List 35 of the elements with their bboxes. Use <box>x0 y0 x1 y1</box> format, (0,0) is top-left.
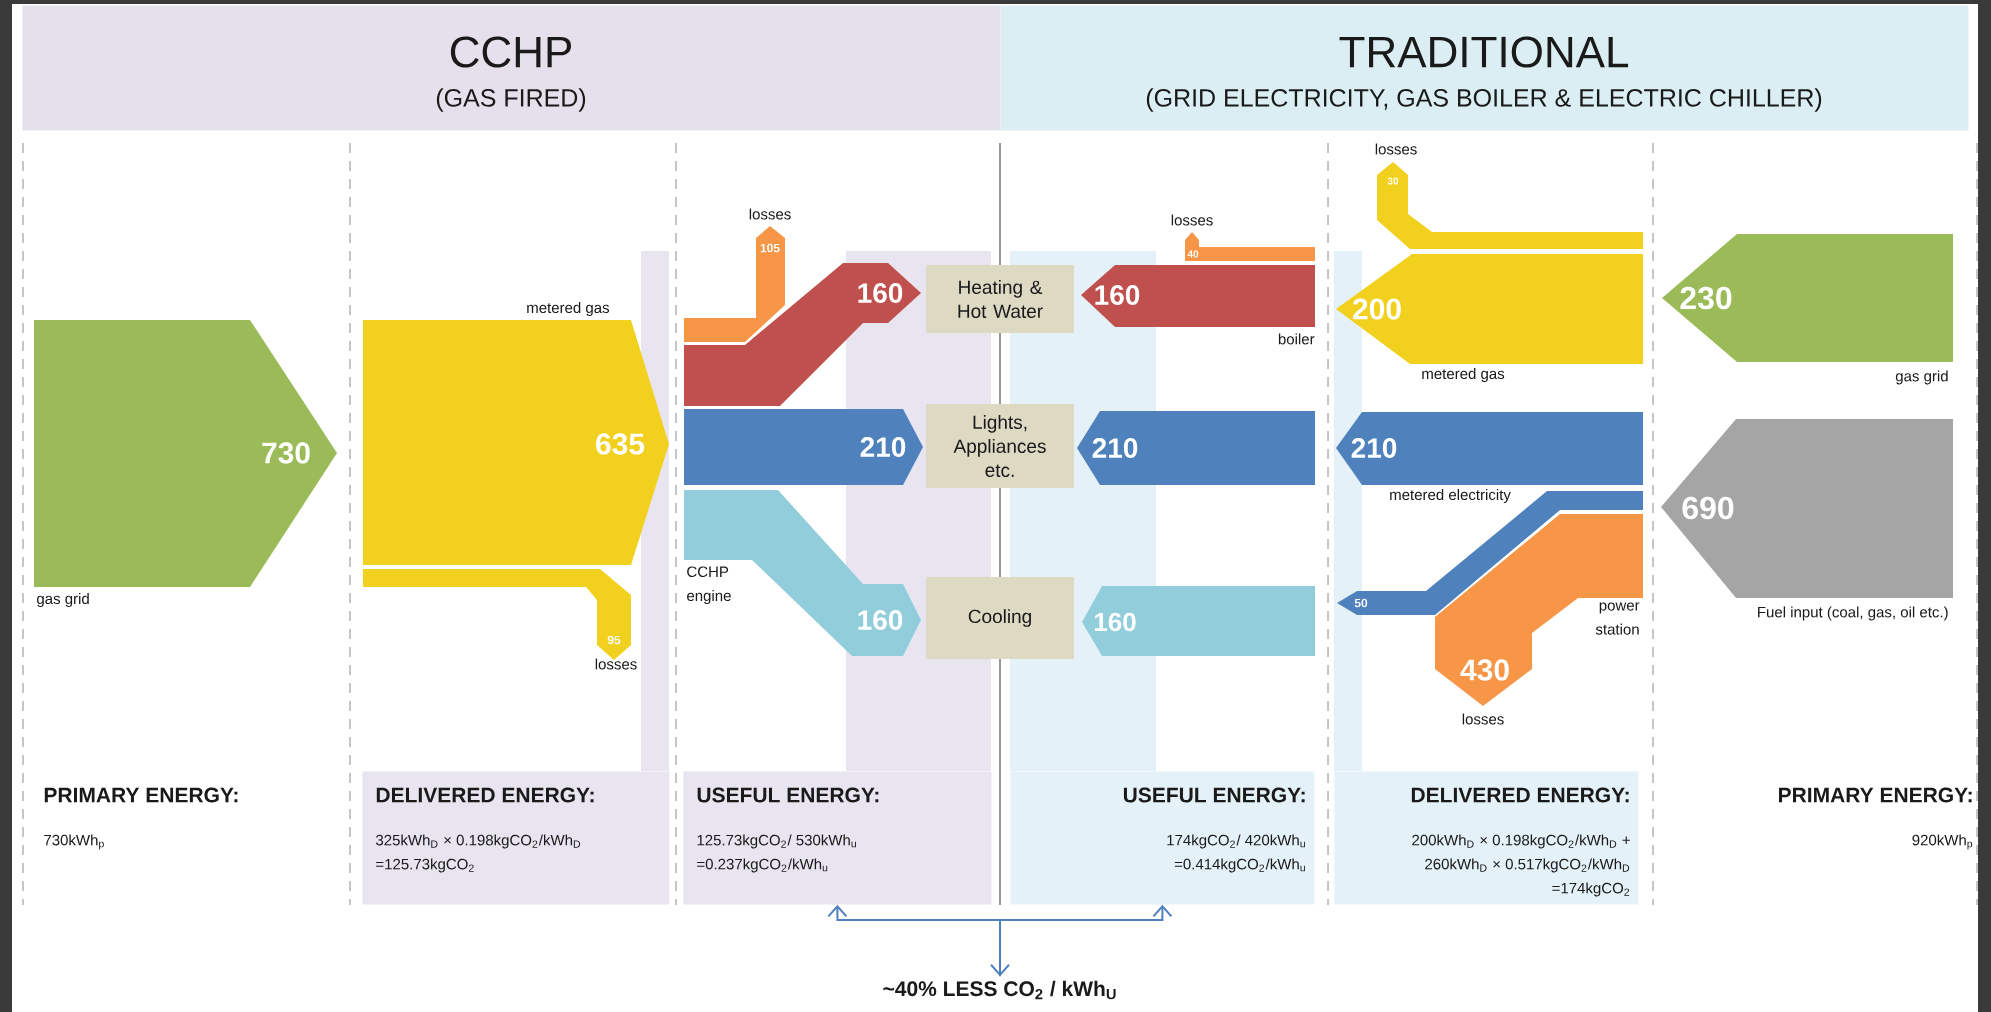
flow-label: gas grid <box>37 593 89 607</box>
energy-value: 730kWh$_{p}$ <box>44 834 104 850</box>
summary-text: ~40% LESS CO$_{2}$ / kWh$_{U}$ <box>883 980 1116 1000</box>
flow-label: losses <box>1171 214 1213 226</box>
flow-band: 730 <box>34 320 337 587</box>
flow-label: metered gas <box>527 302 610 316</box>
flow-label: losses <box>595 658 637 670</box>
node-label: USEFUL ENERGY: <box>1123 787 1305 803</box>
bracket-arrow <box>827 904 1010 977</box>
flow-label: CCHP engine <box>687 566 731 604</box>
header-band: CCHP (GAS FIRED) <box>22 5 1001 131</box>
node-label: 125.73kgCO$_{2}$/ 530kWh$_{u}$ =0.237kgCO$_{2}$/kWh$_{u}$ <box>697 834 856 873</box>
flow-band: 40 <box>1185 232 1315 261</box>
flow-band: 690 <box>1661 419 1953 598</box>
category-box: Cooling <box>926 577 1074 659</box>
node-label: 174kgCO$_{2}$/ 420kWh$_{u}$ =0.414kgCO$_{2}$/kWh$_{u}$ <box>1167 834 1305 873</box>
flow-label: Fuel input (coal, gas, oil etc.) <box>1758 606 1948 621</box>
header-band: TRADITIONAL (GRID ELECTRICITY, GAS BOILER & ELECTRIC CHILLER) <box>1000 5 1969 131</box>
flow-label: losses <box>1462 713 1504 725</box>
category-box: Heating & Hot Water <box>926 265 1074 333</box>
flow-label: gas grid <box>1895 370 1948 385</box>
energy-value: 920kWh$_{p}$ <box>1912 834 1973 850</box>
node-label: USEFUL ENERGY: <box>697 787 879 803</box>
section-heading: PRIMARY ENERGY: <box>1779 787 1972 803</box>
flow-label: metered electricity <box>1390 489 1511 503</box>
flow-band: 105 <box>684 226 785 342</box>
flow-label: losses <box>749 208 791 220</box>
flow-label: metered gas <box>1422 368 1505 382</box>
flow-band: 230 <box>1662 234 1953 362</box>
flow-label: losses <box>1375 143 1417 155</box>
flow-band: 30 <box>1377 162 1643 249</box>
bracket-arrow <box>999 904 1173 978</box>
section-heading: PRIMARY ENERGY: <box>44 787 238 803</box>
category-box: Lights, Appliances etc. <box>926 404 1074 488</box>
flow-label: boiler <box>1278 333 1315 345</box>
